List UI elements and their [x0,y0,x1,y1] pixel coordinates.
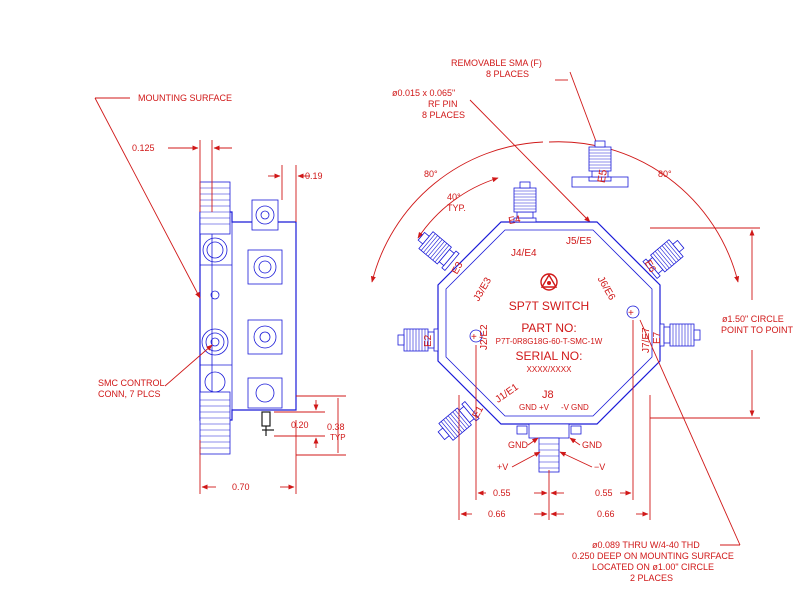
svg-text:+: + [628,308,634,319]
pin-plus-v: +V [539,403,550,412]
mounting-surface-label: MOUNTING SURFACE [138,93,232,103]
smc-j8 [516,423,582,473]
callout-minus-v: −V [594,462,605,472]
junction-j5: J5/E5 [566,236,592,247]
note-line-3: LOCATED ON ø1.00" CIRCLE [592,562,714,572]
junction-j8: J8 [542,389,554,401]
port-e6: E6 [642,259,658,275]
port-e1: E1 [471,404,487,420]
junction-j3: J3/E3 [472,275,495,303]
port-e4: E4 [508,214,522,227]
product-title: SP7T SWITCH [509,299,589,313]
circle-dim-label-2: POINT TO POINT [721,325,794,335]
dim-055-left: 0.55 [493,488,511,498]
junction-j1: J1/E1 [493,382,521,406]
dim-055-right: 0.55 [595,488,613,498]
note-line-4: 2 PLACES [630,573,673,583]
dim-020: 0.20 [291,420,309,430]
rf-pin-label: ø0.015 x 0.065" [392,88,455,98]
circle-dim-label: ø1.50" CIRCLE [722,314,784,324]
dim-0125: 0.125 [132,143,155,153]
smc-control-label-2: CONN, 7 PLCS [98,389,161,399]
junction-j4: J4/E4 [511,248,537,259]
port-e2: E2 [423,334,434,347]
junction-j7: J7/E7 [641,327,652,353]
company-logo [540,273,558,291]
dim-070: 0.70 [232,482,250,492]
angle-40-typ: TYP. [447,203,466,213]
removable-sma-label: REMOVABLE SMA (F) [451,58,542,68]
dim-019: 0.19 [305,171,323,181]
sma-e7 [659,323,701,347]
dim-066-left: 0.66 [488,509,506,519]
angle-40: 40° [447,192,461,202]
sma-e1 [433,401,480,445]
note-line-2: 0.250 DEEP ON MOUNTING SURFACE [572,551,734,561]
port-e7: E7 [652,331,663,344]
pin-gnd-left: GND [519,403,537,412]
side-view: MOUNTING SURFACE 0.125 0.19 SMC CONTROL … [94,93,346,494]
top-view: 80° 80° 40° TYP. REMOVABLE SMA (F) 8 PLA… [370,58,794,583]
serial-no-label: SERIAL NO: [516,349,583,363]
note-line-1: ø0.089 THRU W/4-40 THD [592,540,700,550]
rf-pin-label-2: RF PIN [428,99,458,109]
callout-gnd-left: GND [508,440,529,450]
callout-plus-v: +V [497,462,508,472]
angle-80-right: 80° [658,169,672,179]
removable-sma-places: 8 PLACES [486,69,529,79]
pin-minus-v: -V [561,403,570,412]
junction-j2: J2/E2 [479,324,490,350]
removable-sma-connector [571,140,629,188]
port-e3: E3 [450,260,466,276]
part-no-value: P7T-0R8G18G-60-T-SMC-1W [496,337,603,346]
serial-no-value: XXXX/XXXX [527,365,573,374]
callout-gnd-right: GND [582,440,603,450]
dim-038: 0.38 [327,422,345,432]
dim-038-typ: TYP [330,433,346,442]
rf-pin-label-3: 8 PLACES [422,110,465,120]
dim-066-right: 0.66 [597,509,615,519]
angle-80-left: 80° [424,169,438,179]
port-e5: E5 [596,169,610,184]
svg-text:+: + [471,332,477,343]
pin-gnd-right: GND [571,403,589,412]
part-no-label: PART NO: [521,321,576,335]
smc-control-label: SMC CONTROL [98,378,165,388]
junction-j6: J6/E6 [595,275,618,303]
